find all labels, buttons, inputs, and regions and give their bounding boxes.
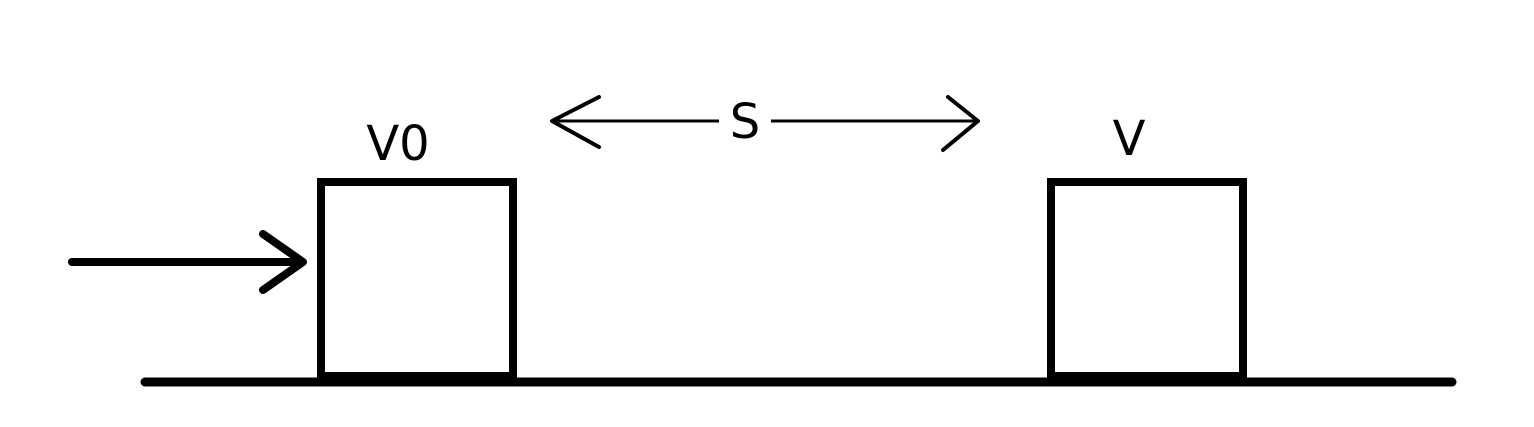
block-initial — [317, 178, 517, 380]
force-arrow — [68, 230, 307, 294]
final-velocity-label: V — [1113, 111, 1146, 167]
distance-label: S — [730, 94, 760, 150]
initial-velocity-label: V0 — [366, 116, 429, 172]
distance-arrow — [550, 95, 980, 152]
block-final — [1047, 178, 1247, 380]
